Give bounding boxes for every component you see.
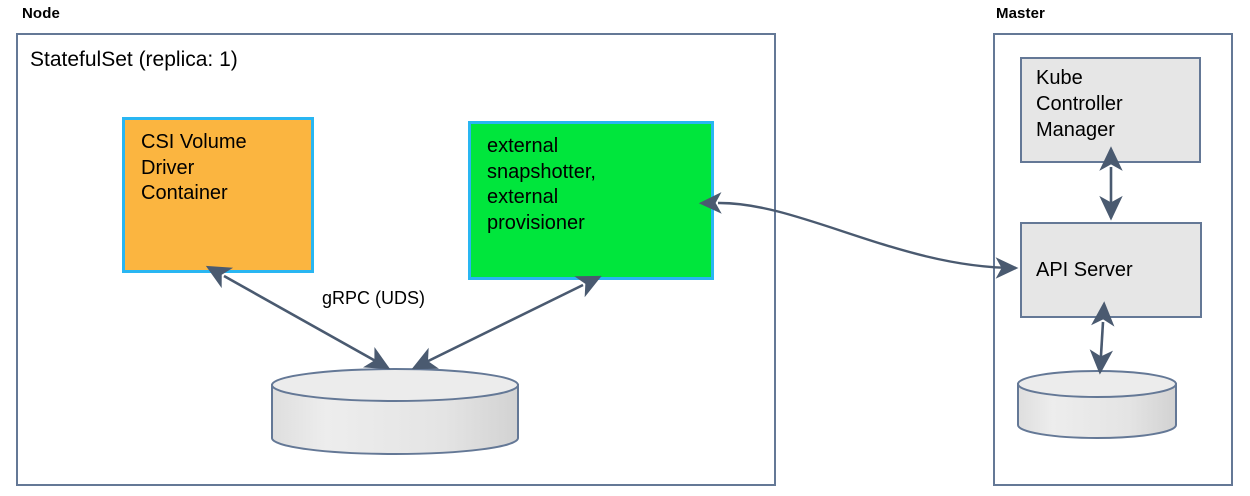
grpc-uds-edge-label: gRPC (UDS) bbox=[322, 288, 426, 308]
node-group-label: Node bbox=[22, 5, 60, 22]
api-server-box[interactable]: API Server bbox=[1020, 222, 1202, 318]
csi-volume-driver-container-box[interactable]: CSI Volume Driver Container bbox=[122, 117, 314, 273]
csi-volume-driver-container-label: CSI Volume Driver Container bbox=[141, 131, 247, 205]
kube-controller-manager-box[interactable]: Kube Controller Manager bbox=[1020, 57, 1201, 163]
etcd-label: etcd bbox=[1036, 396, 1071, 416]
statefulset-title: StatefulSet (replica: 1) bbox=[30, 48, 238, 71]
emptydir-volume-label: EmptyDir Volume bbox=[325, 408, 465, 428]
external-snapshotter-provisioner-label: external snapshotter, external provision… bbox=[487, 135, 596, 234]
kube-controller-manager-label: Kube Controller Manager bbox=[1036, 67, 1123, 141]
api-server-label: API Server bbox=[1036, 259, 1133, 281]
master-group-label: Master bbox=[996, 5, 1045, 22]
external-snapshotter-provisioner-box[interactable]: external snapshotter, external provision… bbox=[468, 121, 714, 280]
